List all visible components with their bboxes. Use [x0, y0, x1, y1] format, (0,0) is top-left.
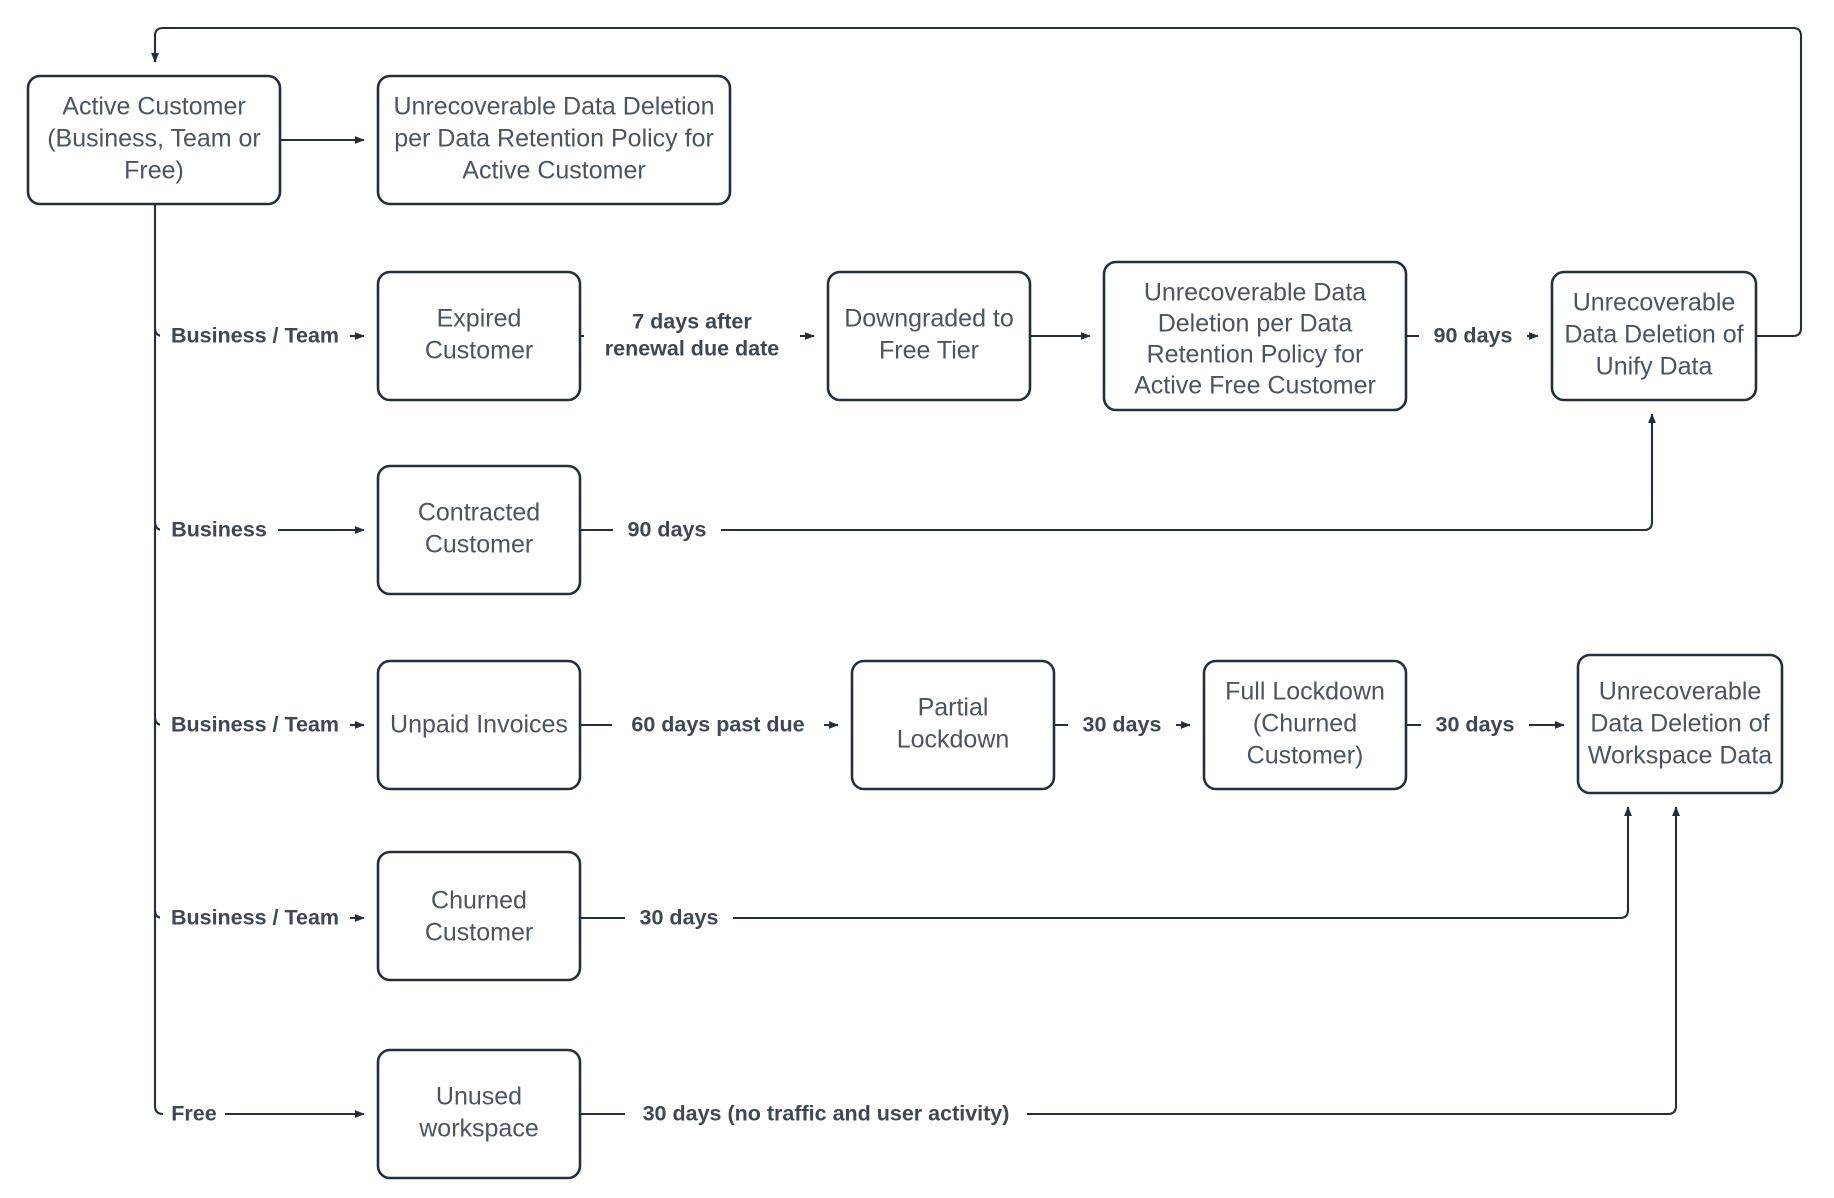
edge-label-text: Business / Team	[171, 906, 339, 930]
node-label-line: (Business, Team or	[47, 125, 261, 153]
edge-label-business-team-churned: Business / Team	[160, 904, 350, 932]
node-label-line: Unrecoverable	[1573, 289, 1736, 317]
edge-label-text: 90 days	[1434, 324, 1513, 348]
node-label-line: Customer)	[1247, 742, 1364, 770]
node-contracted-customer[interactable]: Contracted Customer	[376, 464, 582, 596]
node-label-line: Churned	[431, 887, 527, 915]
edge-label-business-team-unpaid: Business / Team	[160, 711, 350, 739]
node-label-line: per Data Retention Policy for	[394, 125, 714, 153]
edge-labels-layer: Business / Team 7 days after renewal due…	[160, 308, 1529, 1128]
edge-label-text: Business / Team	[171, 713, 339, 737]
edge-label-90-days-unify: 90 days	[1419, 322, 1527, 350]
edge-label-30-days-full: 30 days	[1421, 711, 1529, 739]
node-deletion-workspace-data[interactable]: Unrecoverable Data Deletion of Workspace…	[1576, 653, 1784, 795]
node-box[interactable]	[1202, 659, 1408, 791]
edge-label-text: 7 days after	[632, 310, 752, 334]
edge-label-30-days-churned: 30 days	[625, 904, 733, 932]
node-label-line: Data Deletion of	[1564, 321, 1743, 349]
node-label-line: Data Deletion of	[1590, 710, 1769, 738]
node-unpaid-invoices[interactable]: Unpaid Invoices	[376, 659, 582, 791]
node-box[interactable]	[826, 270, 1032, 402]
node-label-line: Expired	[437, 305, 522, 333]
node-box[interactable]	[1550, 270, 1758, 402]
edge-unify-to-active-customer	[151, 26, 1803, 338]
node-label-line: Unrecoverable Data	[1144, 279, 1366, 307]
node-label-line: (Churned	[1253, 710, 1357, 738]
edge-active-customer-trunk	[153, 204, 180, 1116]
node-label-line: Unrecoverable	[1599, 678, 1762, 706]
node-box[interactable]	[376, 74, 732, 206]
edge-label-text: 90 days	[628, 518, 707, 542]
node-label-line: Unpaid Invoices	[390, 711, 568, 739]
edge-label-7-days-renewal: 7 days after renewal due date	[584, 308, 800, 364]
node-label-line: Active Customer	[62, 93, 245, 121]
node-label-line: Downgraded to	[844, 305, 1014, 333]
node-deletion-active-free-customer[interactable]: Unrecoverable Data Deletion per Data Ret…	[1102, 260, 1408, 412]
node-label-line: Contracted	[418, 499, 540, 527]
node-downgraded-free-tier[interactable]: Downgraded to Free Tier	[826, 270, 1032, 402]
edge-label-business-team-expired: Business / Team	[160, 322, 350, 350]
node-label-line: Retention Policy for	[1147, 341, 1364, 369]
node-label-line: Lockdown	[897, 726, 1010, 754]
edge-label-business-contracted: Business	[160, 516, 278, 544]
edge-unused-to-workspace-deletion	[580, 806, 1680, 1116]
edge-label-text: renewal due date	[605, 337, 779, 361]
edge-label-text: Business / Team	[171, 324, 339, 348]
node-label-line: Unify Data	[1596, 353, 1713, 381]
edge-label-90-days-contracted: 90 days	[613, 516, 721, 544]
node-deletion-unify-data[interactable]: Unrecoverable Data Deletion of Unify Dat…	[1550, 270, 1758, 402]
edge-churned-to-workspace-deletion	[580, 806, 1632, 920]
edge-label-text: 30 days	[1436, 713, 1515, 737]
node-box[interactable]	[1102, 260, 1408, 412]
node-full-lockdown[interactable]: Full Lockdown (Churned Customer)	[1202, 659, 1408, 791]
edge-label-text: Free	[171, 1102, 216, 1126]
node-active-customer[interactable]: Active Customer (Business, Team or Free)	[26, 74, 282, 206]
node-label-line: Customer	[425, 919, 533, 947]
edge-contracted-to-unify	[580, 413, 1656, 532]
node-label-line: Unrecoverable Data Deletion	[393, 93, 714, 121]
node-churned-customer[interactable]: Churned Customer	[376, 850, 582, 982]
node-box[interactable]	[1576, 653, 1784, 795]
node-label-line: Unused	[436, 1083, 522, 1111]
node-box[interactable]	[26, 74, 282, 206]
node-unused-workspace[interactable]: Unused workspace	[376, 1048, 582, 1180]
node-label-line: Active Customer	[462, 157, 645, 185]
node-deletion-active-customer[interactable]: Unrecoverable Data Deletion per Data Ret…	[376, 74, 732, 206]
edge-label-text: Business	[171, 518, 267, 542]
edge-label-text: 30 days (no traffic and user activity)	[643, 1102, 1010, 1126]
edge-label-60-days-past-due: 60 days past due	[612, 711, 824, 739]
node-partial-lockdown[interactable]: Partial Lockdown	[850, 659, 1056, 791]
node-box[interactable]	[850, 659, 1056, 791]
edge-label-free-unused: Free	[163, 1100, 225, 1128]
edge-label-text: 30 days	[1083, 713, 1162, 737]
node-box[interactable]	[376, 464, 582, 596]
node-label-line: Active Free Customer	[1134, 372, 1376, 400]
node-label-line: Full Lockdown	[1225, 678, 1385, 706]
node-label-line: Workspace Data	[1588, 742, 1772, 770]
edge-label-text: 60 days past due	[631, 713, 804, 737]
node-label-line: Free Tier	[879, 337, 979, 365]
node-label-line: Free)	[124, 157, 184, 185]
edge-label-text: 30 days	[640, 906, 719, 930]
node-box[interactable]	[376, 850, 582, 982]
node-label-line: workspace	[418, 1115, 539, 1143]
node-box[interactable]	[376, 270, 582, 402]
node-label-line: Customer	[425, 337, 533, 365]
node-expired-customer[interactable]: Expired Customer	[376, 270, 582, 402]
node-box[interactable]	[376, 1048, 582, 1180]
node-label-line: Partial	[918, 694, 989, 722]
node-label-line: Deletion per Data	[1158, 310, 1353, 338]
node-label-line: Customer	[425, 531, 533, 559]
edge-label-30-days-partial: 30 days	[1068, 711, 1176, 739]
node-box[interactable]	[376, 659, 582, 791]
nodes-layer: Active Customer (Business, Team or Free)…	[26, 74, 1784, 1180]
edge-label-30-days-no-traffic: 30 days (no traffic and user activity)	[625, 1100, 1027, 1128]
